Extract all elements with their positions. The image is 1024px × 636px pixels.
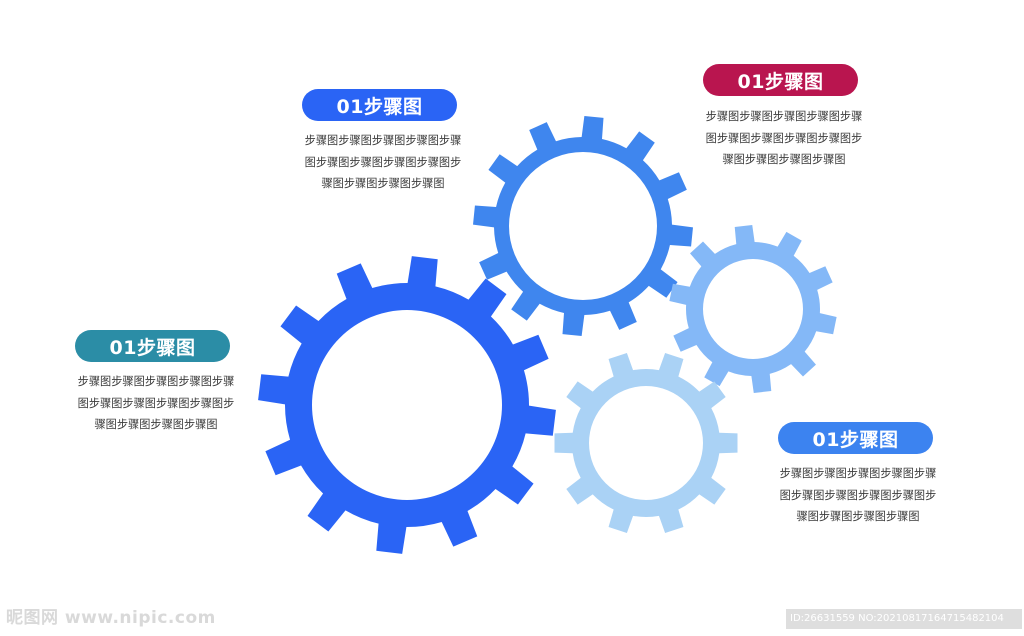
step-label-top-right: 01步骤图 [703,64,858,96]
description-line: 步骤图步骤图步骤图步骤图步骤 [77,375,235,388]
watermark-site: 昵图网 www.nipic.com [6,608,216,628]
gear-right [669,225,837,393]
description-line: 图步骤图步骤图步骤图步骤图步 [304,155,462,169]
description-line: 步骤图步骤图步骤图步骤图步骤 [304,134,462,147]
description-line: 图步骤图步骤图步骤图步骤图步 [779,488,937,502]
description-line: 骤图步骤图步骤图步骤图 [796,510,920,523]
description-line: 步骤图步骤图步骤图步骤图步骤 [779,467,937,480]
description-line: 图步骤图步骤图步骤图步骤图步 [77,396,235,410]
gear-large [258,256,556,554]
gear-bottom-right [554,353,738,533]
step-description-bottom-right: 步骤图步骤图步骤图步骤图步骤 图步骤图步骤图步骤图步骤图步 骤图步骤图步骤图步骤… [758,463,958,528]
step-label-top-left: 01步骤图 [302,89,457,121]
description-line: 骤图步骤图步骤图步骤图 [722,153,846,166]
gear-top-center [473,116,693,336]
step-description-top-left: 步骤图步骤图步骤图步骤图步骤 图步骤图步骤图步骤图步骤图步 骤图步骤图步骤图步骤… [283,130,483,195]
step-description-left: 步骤图步骤图步骤图步骤图步骤 图步骤图步骤图步骤图步骤图步 骤图步骤图步骤图步骤… [56,371,256,436]
watermark-id: ID:26631559 NO:20210817164715482104 [786,609,1022,629]
step-label-left: 01步骤图 [75,330,230,362]
description-line: 图步骤图步骤图步骤图步骤图步 [705,131,863,145]
description-line: 骤图步骤图步骤图步骤图 [94,418,218,431]
step-label-bottom-right: 01步骤图 [778,422,933,454]
step-description-top-right: 步骤图步骤图步骤图步骤图步骤 图步骤图步骤图步骤图步骤图步 骤图步骤图步骤图步骤… [684,106,884,171]
description-line: 步骤图步骤图步骤图步骤图步骤 [705,110,863,123]
description-line: 骤图步骤图步骤图步骤图 [321,177,445,190]
